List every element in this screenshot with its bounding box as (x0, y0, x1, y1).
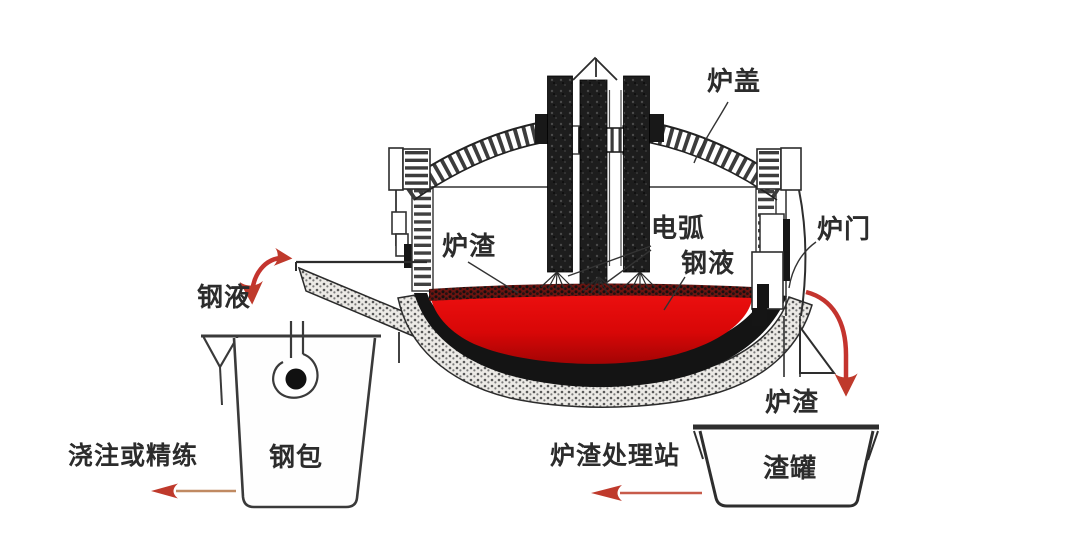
slag-station-arrow (591, 485, 702, 501)
leader-steel-inner (663, 276, 686, 311)
label-slag-inner: 炉渣 (442, 231, 497, 261)
electrode-right (623, 75, 650, 273)
electrode-center (579, 79, 608, 286)
cover-end-right (756, 148, 782, 190)
ladle-body (232, 337, 377, 509)
steel-pour-arrow (239, 247, 293, 305)
slag-pot (693, 424, 879, 508)
label-ladle: 钢包 (269, 442, 324, 472)
leader-arc-2 (605, 249, 652, 284)
leader-slag-inner (467, 261, 519, 294)
hearth (397, 283, 813, 408)
cover-end-left (402, 148, 431, 190)
leader-arc-1 (567, 245, 652, 277)
ladle-direction-arrow (151, 483, 236, 499)
label-pour-or-refine: 浇注或精练 (68, 442, 199, 470)
arc-sparks (540, 271, 656, 294)
label-slag-pot: 渣罐 (763, 453, 818, 483)
label-slag-outflow: 炉渣 (765, 387, 820, 417)
leader-lines (467, 101, 817, 311)
flow-arrows (151, 247, 858, 501)
label-steel-tapping: 钢液 (197, 282, 252, 312)
label-slag-station: 炉渣处理站 (550, 442, 681, 470)
leader-door (788, 241, 817, 289)
label-electric-arc: 电弧 (651, 213, 706, 243)
electrodes (547, 75, 650, 286)
label-molten-steel: 钢液 (681, 248, 736, 278)
electrode-left (547, 75, 573, 273)
ladle-spout (202, 335, 239, 370)
ladle (201, 321, 381, 509)
furnace-wall-left (411, 186, 434, 292)
leader-lid (693, 101, 729, 164)
slag-pot-body (698, 430, 875, 508)
ladle-hook (272, 321, 319, 399)
electrode-mast-peak (572, 56, 618, 81)
molten-steel-pool (431, 293, 752, 364)
slag-pour-arrow (805, 289, 858, 397)
furnace-door (751, 189, 836, 377)
hearth-lining (414, 293, 787, 388)
label-furnace-lid: 炉盖 (707, 66, 762, 96)
label-furnace-door: 炉门 (817, 214, 872, 244)
